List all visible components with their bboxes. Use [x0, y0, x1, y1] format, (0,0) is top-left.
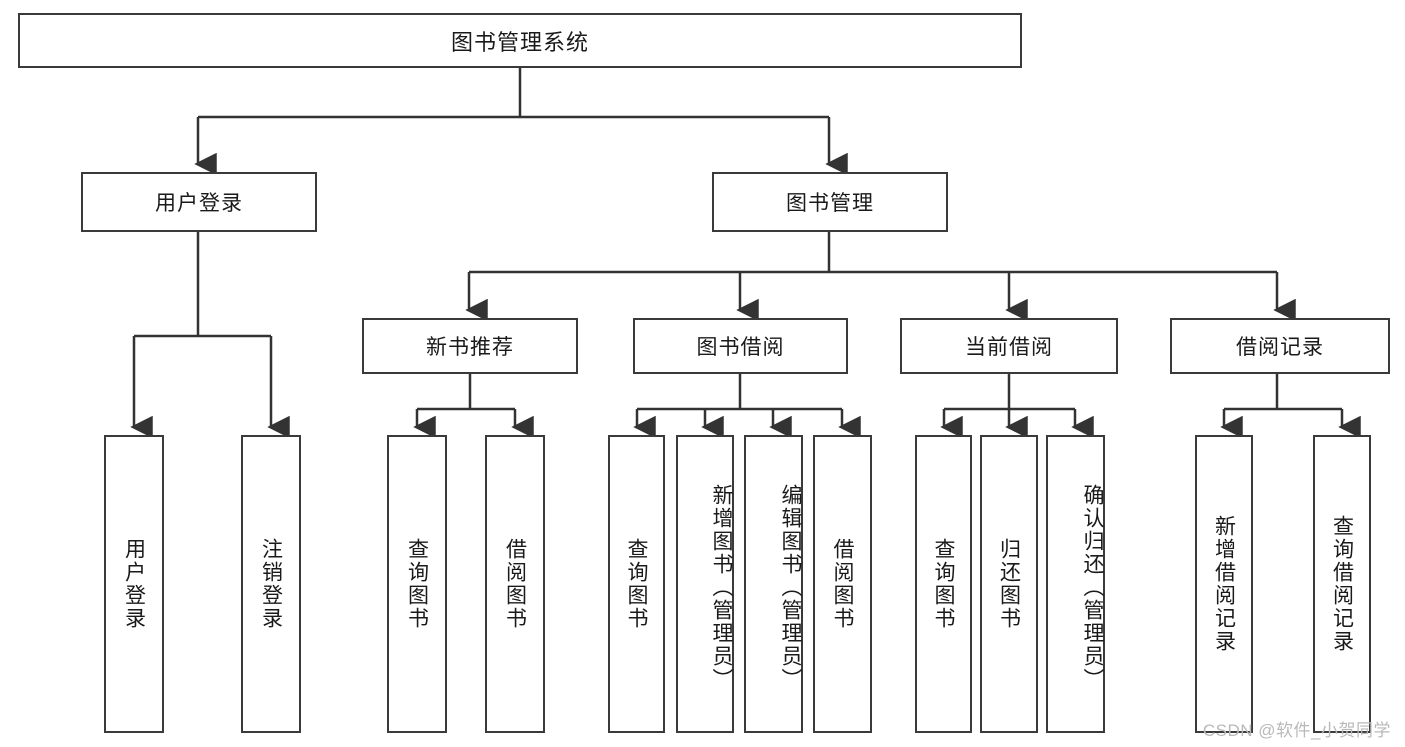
node-l3-label: 借阅记录 [1236, 336, 1324, 359]
node-leaf-新增图书管理员-5[interactable]: 新增图书（管理员） [676, 435, 734, 733]
node-root-label: 图书管理系统 [450, 29, 589, 55]
node-leaf-label: 注销登录 [259, 538, 283, 630]
node-l3-当前借阅-2[interactable]: 当前借阅 [900, 318, 1118, 374]
node-leaf-新增借阅记录-11[interactable]: 新增借阅记录 [1195, 435, 1253, 733]
node-leaf-确认归还管理员-10[interactable]: 确认归还（管理员） [1046, 435, 1105, 733]
node-l2-label: 图书管理 [786, 192, 874, 215]
node-l3-label: 图书借阅 [696, 336, 785, 359]
node-leaf-label: 查询图书 [625, 538, 648, 630]
node-l3-label: 新书推荐 [426, 336, 514, 359]
node-leaf-label: 编辑图书（管理员） [779, 483, 802, 691]
node-l3-新书推荐-0[interactable]: 新书推荐 [362, 318, 578, 374]
node-leaf-编辑图书管理员-6[interactable]: 编辑图书（管理员） [744, 435, 803, 733]
node-leaf-label: 借阅图书 [503, 538, 527, 630]
node-leaf-借阅图书-7[interactable]: 借阅图书 [813, 435, 872, 733]
node-leaf-label: 查询图书 [405, 538, 429, 630]
node-leaf-label: 查询借阅记录 [1330, 515, 1354, 653]
node-l3-label: 当前借阅 [965, 336, 1053, 359]
watermark: CSDN @软件_小贺同学 [1202, 721, 1391, 740]
node-leaf-借阅图书-3[interactable]: 借阅图书 [485, 435, 545, 733]
node-leaf-label: 新增借阅记录 [1212, 515, 1236, 653]
node-l2-图书管理-1[interactable]: 图书管理 [712, 172, 948, 232]
node-leaf-label: 新增图书（管理员） [710, 483, 733, 691]
node-leaf-查询图书-2[interactable]: 查询图书 [387, 435, 447, 733]
node-leaf-label: 用户登录 [122, 538, 146, 630]
node-l3-图书借阅-1[interactable]: 图书借阅 [633, 318, 848, 374]
node-leaf-label: 借阅图书 [831, 538, 854, 630]
node-leaf-归还图书-9[interactable]: 归还图书 [980, 435, 1038, 733]
node-l2-用户登录-0[interactable]: 用户登录 [81, 172, 317, 232]
node-root[interactable]: 图书管理系统 [18, 13, 1022, 68]
node-leaf-查询图书-4[interactable]: 查询图书 [608, 435, 665, 733]
node-leaf-查询借阅记录-12[interactable]: 查询借阅记录 [1313, 435, 1371, 733]
node-leaf-label: 确认归还（管理员） [1081, 483, 1104, 691]
node-leaf-注销登录-1[interactable]: 注销登录 [241, 435, 301, 733]
node-l2-label: 用户登录 [155, 192, 243, 215]
node-leaf-用户登录-0[interactable]: 用户登录 [104, 435, 164, 733]
node-leaf-label: 归还图书 [997, 538, 1021, 630]
node-leaf-label: 查询图书 [932, 538, 955, 630]
node-leaf-查询图书-8[interactable]: 查询图书 [915, 435, 972, 733]
node-l3-借阅记录-3[interactable]: 借阅记录 [1170, 318, 1390, 374]
